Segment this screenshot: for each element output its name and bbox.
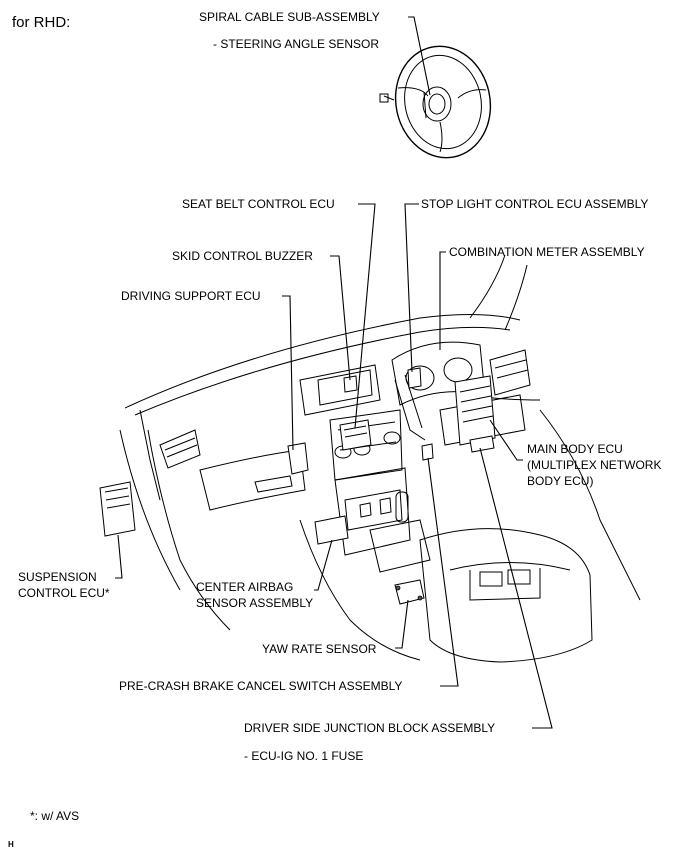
- label-center-airbag-line2: SENSOR ASSEMBLY: [196, 596, 314, 610]
- yaw-rate-sensor-part: [394, 579, 425, 605]
- main-body-ecu-part: [454, 375, 496, 446]
- label-steering-angle-sensor: - STEERING ANGLE SENSOR: [213, 37, 380, 51]
- label-main-body-ecu-line3: BODY ECU): [527, 474, 594, 488]
- label-main-body-ecu: MAIN BODY ECU: [527, 442, 623, 456]
- center-airbag-sensor-part: [314, 515, 349, 545]
- region-header: for RHD:: [12, 14, 71, 31]
- label-stop-light-ecu: STOP LIGHT CONTROL ECU ASSEMBLY: [421, 197, 649, 211]
- label-combination-meter: COMBINATION METER ASSEMBLY: [449, 245, 645, 259]
- steering-wheel-illustration: [379, 45, 492, 159]
- label-main-body-ecu-line2: (MULTIPLEX NETWORK: [527, 458, 662, 472]
- label-spiral-cable: SPIRAL CABLE SUB-ASSEMBLY: [199, 10, 380, 24]
- driving-support-ecu-part: [287, 442, 309, 475]
- stop-light-ecu-part: [407, 367, 422, 389]
- label-skid-control-buzzer: SKID CONTROL BUZZER: [172, 249, 313, 263]
- dashboard-illustration: [119, 254, 641, 663]
- label-seat-belt-ecu: SEAT BELT CONTROL ECU: [182, 197, 335, 211]
- label-center-airbag: CENTER AIRBAG: [196, 580, 294, 594]
- label-suspension-ecu-line2: CONTROL ECU*: [18, 586, 110, 600]
- label-suspension-ecu: SUSPENSION: [18, 570, 97, 584]
- suspension-ecu-part: [99, 481, 136, 537]
- label-yaw-rate-sensor: YAW RATE SENSOR: [262, 642, 377, 656]
- corner-mark: H: [8, 840, 14, 849]
- label-driving-support-ecu: DRIVING SUPPORT ECU: [121, 289, 261, 303]
- label-ecu-ig-fuse: - ECU-IG NO. 1 FUSE: [244, 749, 364, 763]
- label-pre-crash-switch: PRE-CRASH BRAKE CANCEL SWITCH ASSEMBLY: [119, 679, 403, 693]
- skid-buzzer-part: [343, 375, 358, 393]
- component-parts: [99, 367, 496, 605]
- pre-crash-switch-part: [421, 443, 434, 461]
- label-junction-block: DRIVER SIDE JUNCTION BLOCK ASSEMBLY: [244, 721, 496, 735]
- leader-lines: [115, 16, 553, 729]
- footnote: *: w/ AVS: [30, 809, 80, 823]
